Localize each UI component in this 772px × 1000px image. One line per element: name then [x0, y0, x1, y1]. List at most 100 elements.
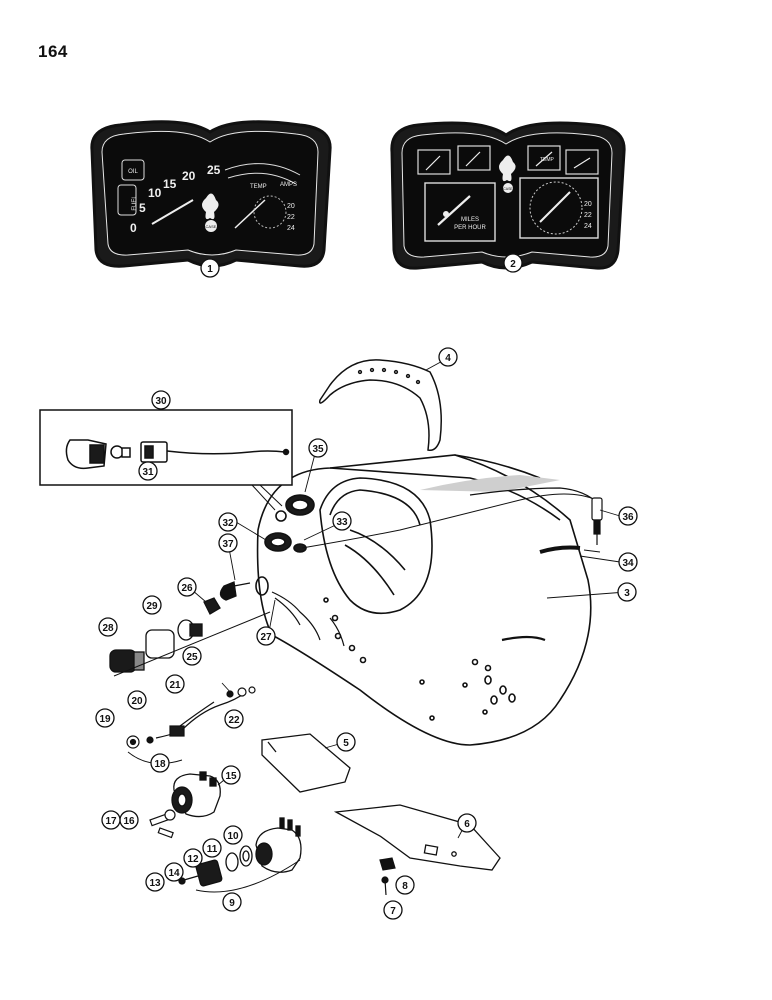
hour-mark-24-2: 24 — [584, 223, 592, 230]
callout-33: 33 — [332, 511, 352, 531]
callout-15: 15 — [221, 765, 241, 785]
amps-label: AMPS — [280, 182, 297, 188]
svg-text:16: 16 — [123, 816, 135, 827]
svg-text:28: 28 — [102, 623, 114, 634]
hour-mark-22-2: 22 — [584, 212, 592, 219]
svg-text:12: 12 — [187, 854, 199, 865]
svg-text:21: 21 — [169, 680, 181, 691]
temp-sending-unit — [591, 497, 603, 545]
svg-text:8: 8 — [402, 881, 408, 892]
eagle-emblem-icon-2: CASE — [499, 155, 516, 193]
callout-13: 13 — [145, 872, 165, 892]
eagle-emblem-icon: CASE — [202, 193, 219, 232]
gauge-cluster-1: FUEL OIL 0 5 10 15 20 25 CASE TEMP AMPS … — [90, 120, 332, 268]
svg-text:37: 37 — [222, 539, 234, 550]
svg-text:33: 33 — [336, 517, 348, 528]
svg-text:1: 1 — [207, 264, 213, 275]
callout-6: 6 — [457, 813, 477, 833]
callout-7: 7 — [383, 900, 403, 920]
speed-mark-10: 10 — [148, 186, 162, 200]
callout-22: 22 — [224, 709, 244, 729]
bolt-7 — [381, 876, 389, 896]
temp-label-2: TEMP — [540, 157, 555, 163]
svg-text:25: 25 — [186, 652, 198, 663]
ignition-key-icon — [149, 809, 176, 839]
callout-17: 17 — [101, 810, 121, 830]
callout-29: 29 — [142, 595, 162, 615]
callout-14: 14 — [164, 862, 184, 882]
callout-16: 16 — [119, 810, 139, 830]
callout-21: 21 — [165, 674, 185, 694]
svg-text:15: 15 — [225, 771, 237, 782]
gauge-cluster-2: TEMP CASE MILES PER HOUR 20 22 24 — [390, 121, 626, 270]
callout-11: 11 — [202, 838, 222, 858]
callout-20: 20 — [127, 690, 147, 710]
callout-9: 9 — [222, 892, 242, 912]
speedometer-label-line2: PER HOUR — [454, 225, 486, 231]
svg-text:17: 17 — [105, 816, 117, 827]
svg-text:6: 6 — [464, 819, 470, 830]
callout-28: 28 — [98, 617, 118, 637]
svg-text:34: 34 — [622, 558, 634, 569]
plate-6 — [333, 804, 501, 871]
callout-27: 27 — [256, 626, 276, 646]
svg-text:9: 9 — [229, 898, 235, 909]
hood-shield — [318, 359, 442, 452]
callout-10: 10 — [223, 825, 243, 845]
svg-text:2: 2 — [510, 259, 516, 270]
callout-36: 36 — [618, 506, 638, 526]
callout-35: 35 — [308, 438, 328, 458]
sheet-metal-top-shade — [420, 475, 560, 492]
svg-text:5: 5 — [343, 738, 349, 749]
svg-text:14: 14 — [168, 868, 180, 879]
hour-mark-24: 24 — [287, 225, 295, 232]
svg-text:11: 11 — [207, 844, 218, 855]
callout-25: 25 — [182, 646, 202, 666]
callout-5: 5 — [336, 732, 356, 752]
callout-3: 3 — [617, 582, 637, 602]
speed-mark-20: 20 — [182, 169, 196, 183]
brand-label-2: CASE — [503, 187, 513, 191]
speed-mark-25: 25 — [207, 163, 221, 177]
callout-4: 4 — [438, 347, 458, 367]
svg-text:32: 32 — [222, 518, 234, 529]
cigar-lighter-assembly — [109, 581, 271, 677]
hour-mark-20-2: 20 — [584, 201, 592, 208]
page-number: 164 — [38, 42, 68, 61]
temp-label: TEMP — [250, 184, 267, 190]
svg-text:3: 3 — [624, 588, 630, 599]
nut-8 — [379, 857, 396, 871]
svg-text:30: 30 — [155, 396, 167, 407]
wiring-harness-18-22 — [126, 686, 256, 765]
oil-label: OIL — [128, 169, 138, 175]
svg-text:4: 4 — [445, 353, 451, 364]
plate-5 — [261, 733, 351, 793]
svg-text:31: 31 — [142, 467, 154, 478]
hour-mark-22: 22 — [287, 214, 295, 221]
svg-text:10: 10 — [227, 831, 239, 842]
svg-text:36: 36 — [622, 512, 634, 523]
bulb-socket-inset — [39, 409, 293, 511]
svg-text:13: 13 — [149, 878, 161, 889]
callout-26: 26 — [177, 577, 197, 597]
fuel-label: FUEL — [132, 195, 138, 211]
svg-text:35: 35 — [312, 444, 324, 455]
callout-8: 8 — [395, 875, 415, 895]
svg-text:20: 20 — [131, 696, 143, 707]
callout-32: 32 — [218, 512, 238, 532]
svg-text:19: 19 — [99, 714, 111, 725]
svg-text:29: 29 — [146, 601, 158, 612]
light-switch-assembly — [178, 817, 302, 893]
callout-18: 18 — [150, 753, 170, 773]
svg-text:18: 18 — [154, 759, 166, 770]
callout-19: 19 — [95, 708, 115, 728]
speed-scale: 0 5 10 15 20 25 — [130, 163, 221, 235]
svg-text:27: 27 — [260, 632, 272, 643]
svg-text:7: 7 — [390, 906, 396, 917]
ignition-switch — [171, 771, 221, 818]
cables — [271, 487, 601, 647]
speed-mark-5: 5 — [139, 201, 146, 215]
speed-mark-0: 0 — [130, 221, 137, 235]
dash-housing — [255, 454, 592, 746]
